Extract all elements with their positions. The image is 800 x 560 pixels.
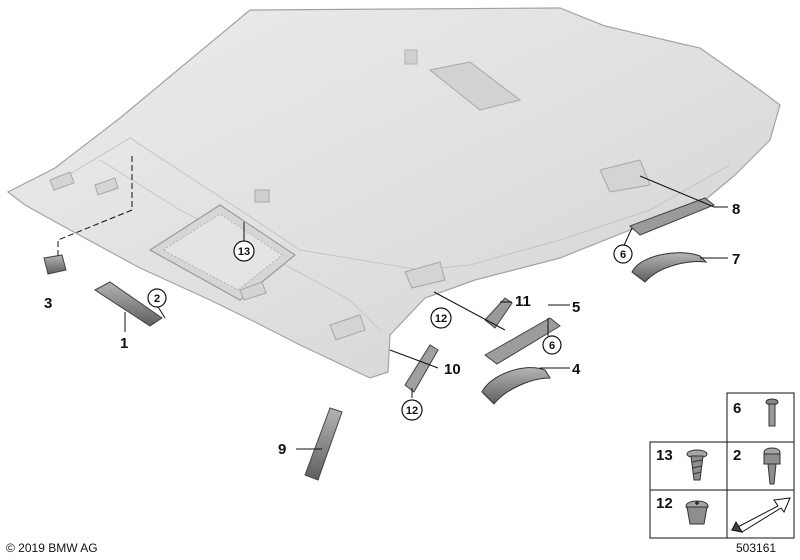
screw-icon-12: [685, 500, 709, 525]
part-10-bracket: [404, 344, 439, 393]
screw-icon-2: [763, 447, 781, 485]
arrow-icon: [730, 497, 791, 533]
table-label-6: 6: [733, 400, 741, 417]
callout-13-circled: 13: [233, 240, 255, 262]
expanding-rivet-icon: [765, 398, 779, 427]
screw-icon-13: [686, 449, 708, 481]
fastener-table: 6 13 2 12: [649, 392, 795, 539]
callout-9: 9: [278, 441, 286, 458]
headliner: [6, 7, 781, 379]
callout-2-circled: 2: [147, 288, 167, 308]
callout-6b-circled: 6: [542, 335, 562, 355]
callout-12a-circled: 12: [430, 307, 452, 329]
svg-text:2: 2: [154, 293, 160, 305]
callout-6a-circled: 6: [613, 244, 633, 264]
part-5-bracket: [484, 317, 561, 365]
callout-7: 7: [732, 251, 740, 268]
part-1-sun-visor-clip: [94, 281, 163, 327]
callout-12b-circled: 12: [401, 399, 423, 421]
part-11-bracket: [484, 297, 513, 329]
table-label-12: 12: [656, 495, 673, 512]
svg-text:12: 12: [406, 405, 418, 417]
part-3-clip: [43, 254, 67, 275]
svg-text:13: 13: [238, 246, 250, 258]
callout-5: 5: [572, 299, 580, 316]
part-9-trim: [304, 407, 343, 481]
leader-lines: [57, 156, 728, 450]
callout-11: 11: [515, 293, 531, 310]
copyright-text: © 2019 BMW AG: [6, 541, 98, 555]
callout-1: 1: [120, 335, 128, 352]
table-label-13: 13: [656, 447, 673, 464]
svg-text:6: 6: [549, 340, 555, 352]
callout-3: 3: [44, 295, 52, 312]
callout-10: 10: [444, 361, 461, 378]
part-7-grab-handle: [631, 252, 708, 283]
svg-text:12: 12: [435, 313, 447, 325]
table-label-2: 2: [733, 447, 741, 464]
callout-8: 8: [732, 201, 740, 218]
svg-text:6: 6: [620, 249, 626, 261]
diagram-number: 503161: [736, 541, 777, 555]
callout-4: 4: [572, 361, 581, 378]
part-4-grab-handle: [481, 367, 551, 405]
part-8-bracket: [629, 197, 715, 236]
